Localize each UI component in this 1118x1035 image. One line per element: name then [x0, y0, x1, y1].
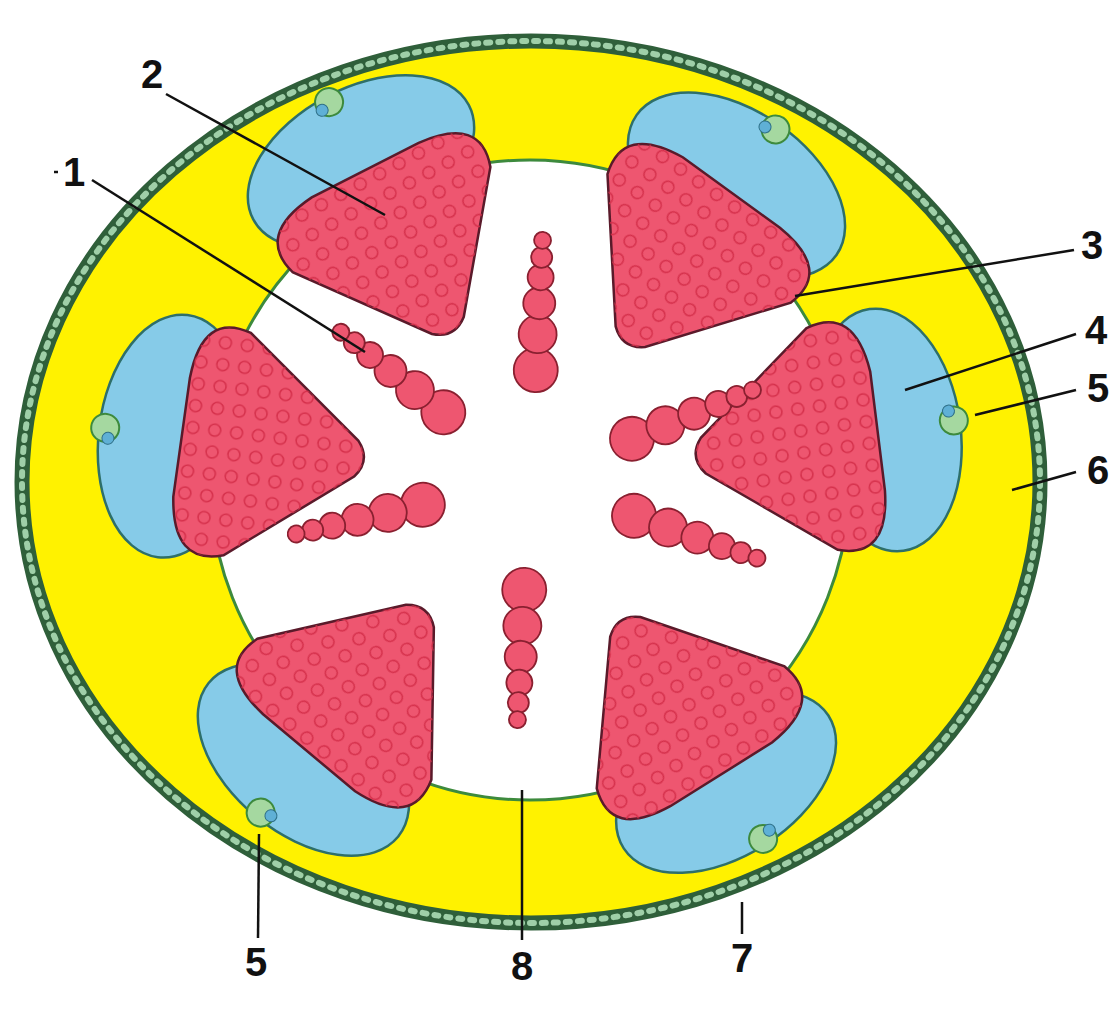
callout-number: 5	[245, 942, 267, 982]
cortex	[22, 41, 1040, 923]
callout-number: 3	[1081, 225, 1103, 265]
leader-lines	[54, 94, 1076, 940]
xylem-rays	[283, 231, 772, 730]
epidermis-cells	[22, 41, 1040, 923]
callout-number: 2	[141, 54, 163, 94]
callout-number: 1	[63, 152, 85, 192]
callout-number: 7	[731, 938, 753, 978]
callout-number: 8	[511, 946, 533, 986]
callout-number: 5	[1087, 368, 1109, 408]
callout-number: 6	[1087, 450, 1109, 490]
callout-number: 4	[1085, 310, 1107, 350]
epidermis	[22, 41, 1040, 923]
phloem-xylem-units	[76, 32, 984, 917]
